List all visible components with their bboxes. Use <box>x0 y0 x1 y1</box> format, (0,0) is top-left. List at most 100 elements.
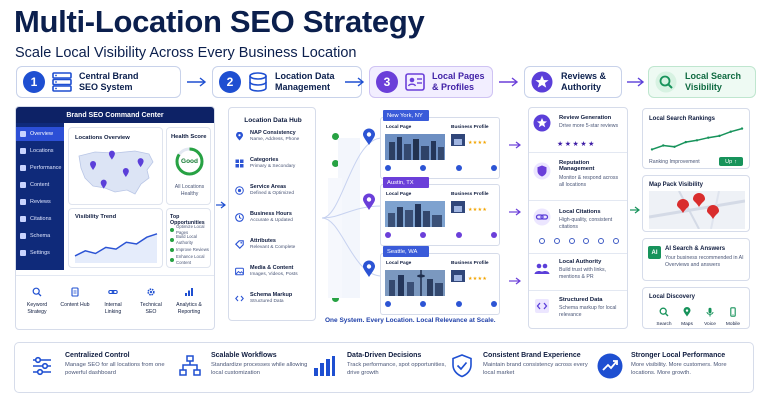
opportunity-list: Optimize Local Pages Build Local Authori… <box>170 223 211 265</box>
rankings-point <box>650 148 654 151</box>
step-local-pages: 3 Local Pages & Profiles <box>369 66 493 98</box>
badge-label: Up <box>725 158 733 165</box>
pin-icon <box>363 128 375 145</box>
divider <box>16 275 214 276</box>
benefit-title: Consistent Brand Experience <box>483 352 581 359</box>
item-title: Reputation Management <box>559 160 595 172</box>
tool-keyword-strategy[interactable]: Keyword Strategy <box>22 287 52 315</box>
hub-row-title: Attributes <box>250 238 276 244</box>
benefit-desc: Maintain brand consistency across every … <box>483 362 588 376</box>
arrow-right-icon <box>216 201 226 209</box>
sidebar-item-label: Reviews <box>30 199 51 205</box>
hub-row-title: Service Areas <box>250 184 287 190</box>
discovery-search: Search <box>651 304 677 329</box>
item-desc: High-quality, consistent citations <box>559 217 613 230</box>
sidebar-item-settings[interactable]: Settings <box>16 246 64 260</box>
tool-internal-linking[interactable]: Internal Linking <box>98 287 128 315</box>
hub-row-desc: Images, Videos, Posts <box>250 272 298 277</box>
command-center-title: Brand SEO Command Center <box>16 107 214 123</box>
tool-label: Technical SEO <box>140 302 162 315</box>
list-item-label: Optimize Local Pages <box>176 223 205 236</box>
benefit-desc: Track performance, spot opportunities, d… <box>347 362 447 376</box>
item-desc: Build trust with links, mentions & PR <box>559 267 606 280</box>
connector-lines <box>322 137 383 298</box>
website-icon <box>455 301 462 307</box>
sidebar-item-schema[interactable]: Schema <box>16 229 64 243</box>
check-icon <box>170 228 174 232</box>
list-item-label: Build Local Authority <box>176 233 198 246</box>
sidebar-item-locations[interactable]: Locations <box>16 144 64 158</box>
divider <box>529 253 627 254</box>
card-title: Local Search Rankings <box>649 116 716 122</box>
business-profile-label: Business Profile <box>451 261 489 266</box>
bar-chart-icon <box>20 165 26 171</box>
arrow-right-icon <box>509 277 521 285</box>
gear-icon <box>147 288 155 296</box>
share-icon <box>490 165 497 171</box>
discovery-label: Mobile <box>725 322 741 327</box>
sidebar-item-reviews[interactable]: Reviews <box>16 195 64 209</box>
tool-analytics-reporting[interactable]: Analytics & Reporting <box>174 287 204 315</box>
arrow-right-icon <box>627 77 645 87</box>
sidebar-item-citations[interactable]: Citations <box>16 212 64 226</box>
city-card-new-york: New York, NY Local Page Business Profile… <box>380 110 500 179</box>
hub-row-title: Business Hours <box>250 211 292 217</box>
tool-label: Content Hub <box>60 302 90 309</box>
map-thumbnail <box>649 191 745 229</box>
ai-badge-label: AI <box>651 249 658 256</box>
call-icon <box>385 301 391 307</box>
hub-row-title: Media & Content <box>250 265 294 271</box>
hub-row-desc: Primary & Secondary <box>250 164 296 169</box>
pin-icon <box>20 148 26 154</box>
rating-stars: ★★★★ <box>468 207 488 213</box>
item-title: Local Authority <box>559 259 602 265</box>
benefit-desc: Standardize processes while allowing loc… <box>211 362 308 376</box>
profile-card-icon <box>405 73 425 91</box>
visibility-trend-card: Visibility Trend <box>68 208 163 268</box>
link-icon <box>20 216 26 222</box>
trend-area <box>75 233 157 263</box>
citation-sources <box>539 238 619 244</box>
city-skyline-image <box>385 134 445 160</box>
local-page-label: Local Page <box>386 125 412 130</box>
arrow-right-icon <box>499 77 519 87</box>
magnifier-icon <box>659 307 669 317</box>
profile-actions <box>385 301 497 311</box>
directions-icon <box>420 301 427 307</box>
sidebar-item-performance[interactable]: Performance <box>16 161 64 175</box>
tool-technical-seo[interactable]: Technical SEO <box>136 287 166 315</box>
hub-row-title: Schema Markup <box>250 292 293 298</box>
list-item: Enhance Local Content <box>170 254 211 265</box>
tool-content-hub[interactable]: Content Hub <box>60 287 90 309</box>
sidebar-item-label: Settings <box>30 250 50 256</box>
map-icon <box>683 307 691 317</box>
ai-search-card: AI AI Search & Answers Your business rec… <box>642 238 750 281</box>
check-icon <box>332 295 339 302</box>
ai-icon: AI <box>648 246 661 259</box>
benefit-title: Scalable Workflows <box>211 352 277 359</box>
trend-badge: Up↑ <box>719 157 743 166</box>
sidebar-item-label: Overview <box>30 131 53 137</box>
card-title: Visibility Trend <box>75 214 117 220</box>
grid-icon <box>235 159 244 168</box>
tag-icon <box>235 240 244 249</box>
rating-stars: ★★★★★ <box>557 141 596 148</box>
people-icon <box>534 263 550 274</box>
card-title: Health Score <box>171 134 207 140</box>
tool-label: Keyword Strategy <box>26 302 48 315</box>
hub-row-desc: Name, Address, Phone <box>250 137 300 142</box>
card-title: Locations Overview <box>75 135 130 141</box>
arrow-up-icon: ↑ <box>734 158 737 165</box>
website-icon <box>455 165 462 171</box>
citation-source-icon <box>612 238 619 244</box>
sidebar-item-content[interactable]: Content <box>16 178 64 192</box>
local-search-rankings-card: Local Search Rankings Ranking Improvemen… <box>642 108 750 169</box>
sidebar-item-overview[interactable]: Overview <box>16 127 64 141</box>
pin-icon <box>363 193 375 210</box>
